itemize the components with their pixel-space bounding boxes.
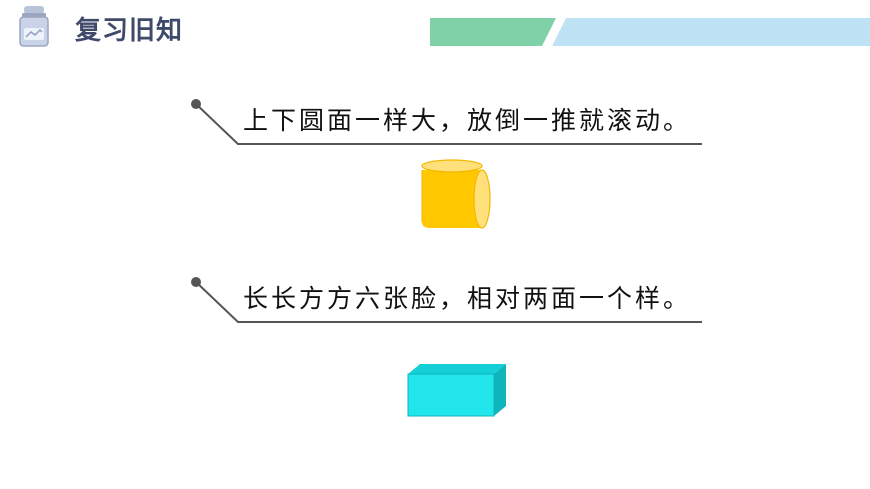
jar-icon	[19, 6, 49, 47]
riddle-2-text: 长长方方六张脸，相对两面一个样。	[243, 284, 692, 313]
riddle-2-pointer-line	[191, 277, 702, 323]
header-band	[430, 18, 870, 46]
cuboid-icon	[407, 364, 506, 417]
page-title: 复习旧知	[75, 16, 184, 46]
riddle-1-text: 上下圆面一样大，放倒一推就滚动。	[243, 106, 692, 135]
riddle-1-pointer-line	[191, 99, 702, 145]
cylinder-icon	[421, 159, 491, 229]
